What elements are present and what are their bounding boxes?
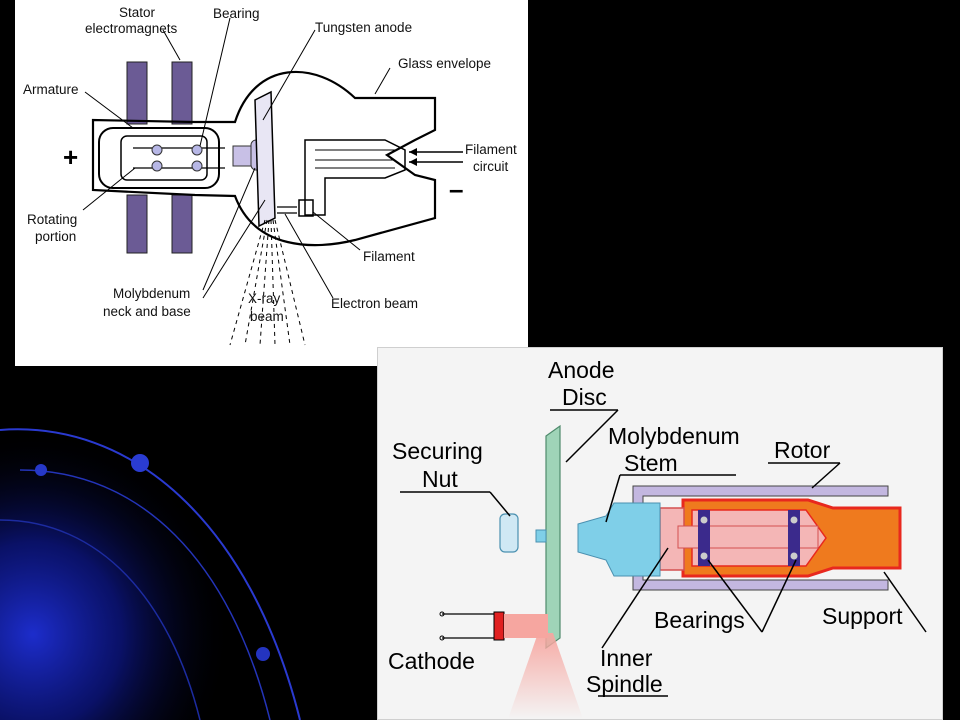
label-cathode: Cathode	[388, 648, 475, 674]
label-bearings: Bearings	[654, 607, 745, 633]
label-filament: Filament	[363, 249, 415, 264]
filament-cup	[298, 199, 314, 217]
bearing-ball-2	[151, 160, 163, 172]
swirl-dot-1	[35, 464, 47, 476]
label-rotor: Rotor	[774, 437, 831, 463]
armature-housing	[98, 127, 220, 189]
stator-bar-right-top	[171, 61, 193, 125]
label-rotating-2: portion	[35, 229, 76, 244]
label-filament-circuit-1: Filament	[465, 142, 517, 157]
bearing-ball-1	[151, 144, 163, 156]
securing-nut	[499, 513, 519, 553]
label-filament-circuit-2: circuit	[473, 159, 509, 174]
label-molybdenum-1: Molybdenum	[113, 286, 190, 301]
label-inner-2: Spindle	[586, 671, 663, 697]
cathode-assembly	[304, 139, 406, 216]
rotor-housing	[632, 485, 889, 591]
sign-minus: –	[449, 174, 463, 204]
label-glass-envelope: Glass envelope	[398, 56, 491, 71]
bearing-ball-4	[191, 160, 203, 172]
swirl-line-2	[19, 469, 271, 720]
armature-inner	[120, 135, 208, 181]
label-securing-1: Securing	[392, 438, 483, 464]
label-anode-1: Anode	[548, 357, 615, 383]
stator-bar-left-top	[126, 61, 148, 125]
glass-envelope	[91, 70, 437, 247]
xray-tube-diagram-panel: Stator electromagnets Bearing Tungsten a…	[15, 0, 528, 366]
molybdenum-neck	[232, 145, 254, 167]
label-electromagnets: electromagnets	[85, 21, 178, 36]
bearing-left	[698, 510, 710, 566]
label-inner-1: Inner	[600, 645, 653, 671]
label-electron-beam: Electron beam	[331, 296, 418, 311]
label-armature: Armature	[23, 82, 79, 97]
label-molybdenum-1: Molybdenum	[608, 423, 740, 449]
molybdenum-stem	[577, 502, 661, 577]
xray-beam-fan	[508, 633, 583, 719]
sign-plus: +	[63, 142, 78, 172]
label-xray-2: beam	[250, 309, 284, 324]
stator-bar-right-bottom	[171, 194, 193, 254]
label-rotating-1: Rotating	[27, 212, 77, 227]
label-molybdenum-2: Stem	[624, 450, 678, 476]
cathode-tip	[493, 611, 505, 641]
swirl-dot-2	[131, 454, 149, 472]
label-bearing: Bearing	[213, 6, 260, 21]
label-securing-2: Nut	[422, 466, 458, 492]
label-molybdenum-2: neck and base	[103, 304, 191, 319]
label-stator: Stator	[119, 5, 156, 20]
swirl-line-3	[0, 519, 201, 720]
xray-beam	[229, 219, 306, 346]
rotating-anode-diagram-panel: Anode Disc Molybdenum Stem Rotor Securin…	[377, 347, 943, 720]
xray-tube-diagram: Stator electromagnets Bearing Tungsten a…	[23, 5, 517, 346]
bearing-ball-3	[191, 144, 203, 156]
bearing-right	[788, 510, 800, 566]
label-tungsten-anode: Tungsten anode	[315, 20, 412, 35]
stator-bar-left-bottom	[126, 194, 148, 254]
swirl-line-1	[0, 428, 301, 720]
swirl-dot-3	[256, 647, 270, 661]
tungsten-anode-disc	[254, 90, 276, 228]
label-anode-2: Disc	[562, 384, 607, 410]
anode-disc	[545, 424, 561, 650]
label-xray-1: X-ray	[248, 291, 281, 306]
rotating-anode-diagram: Anode Disc Molybdenum Stem Rotor Securin…	[388, 357, 927, 719]
label-support: Support	[822, 603, 903, 629]
